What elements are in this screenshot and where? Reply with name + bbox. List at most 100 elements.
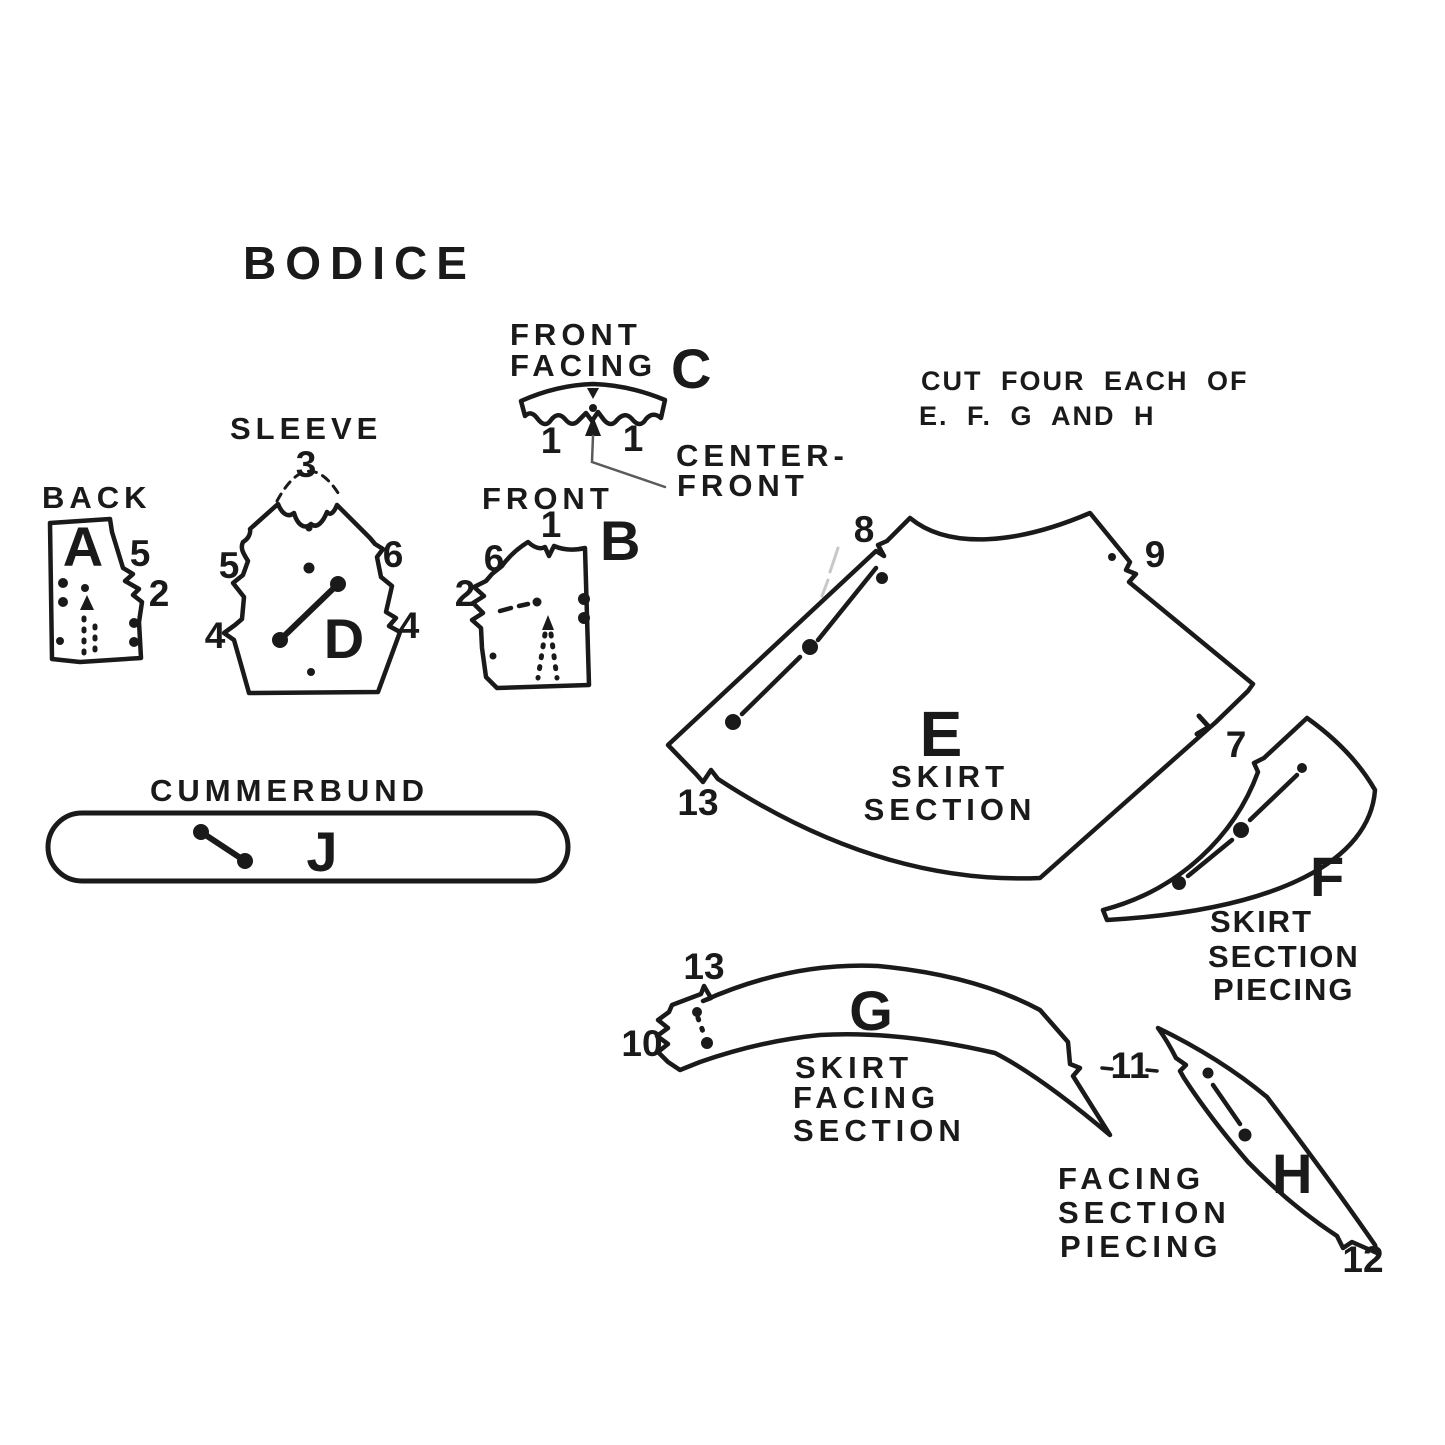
skirt-section-notch-7-mark [1194, 713, 1212, 737]
back-dot-2 [58, 597, 68, 607]
back-edge-dot-2 [129, 637, 139, 647]
piece-front: FRONT 1 B 6 2 [455, 481, 640, 691]
skirt-section-piecing-name-line3: PIECING [1213, 972, 1354, 1007]
sleeve-grain-dot-1 [330, 576, 346, 592]
front-facing-letter: C [671, 337, 711, 400]
skirt-facing-notch-13: 13 [683, 946, 724, 987]
front-notch-2: 2 [455, 573, 476, 614]
front-notch-1: 1 [541, 504, 562, 545]
sleeve-notch-4-left: 4 [205, 615, 226, 656]
cutting-note: CUT FOUR EACH OF E. F. G AND H [919, 366, 1248, 431]
skirt-section-letter: E [920, 698, 963, 770]
sleeve-label: SLEEVE [230, 411, 382, 446]
skirt-section-name-line2: SECTION [864, 792, 1037, 827]
sleeve-dot-1 [305, 524, 313, 532]
cutting-note-line2: E. F. G AND H [919, 401, 1156, 431]
back-dot-3 [56, 637, 64, 645]
sleeve-outline [221, 501, 403, 696]
front-letter: B [600, 509, 640, 572]
front-dot-2 [489, 652, 497, 660]
back-label: BACK [42, 480, 152, 515]
piece-sleeve: SLEEVE D 3 5 6 4 4 [205, 411, 420, 696]
front-dot-1 [532, 597, 542, 607]
front-facing-notch-1-left: 1 [541, 420, 562, 461]
sleeve-grain-dot-2 [272, 632, 288, 648]
skirt-section-piecing-letter: F [1310, 845, 1344, 908]
back-edge-dot-1 [129, 618, 139, 628]
skirt-section-piecing-grain-dot-2 [1233, 822, 1249, 838]
skirt-section-notch-9: 9 [1145, 534, 1166, 575]
cummerbund-grain-dot-1 [193, 824, 209, 840]
front-dash-marks [497, 601, 531, 614]
skirt-facing-name-line2: FACING [793, 1080, 940, 1115]
front-dart-arrow [542, 615, 554, 630]
front-notch-6: 6 [484, 538, 505, 579]
piece-skirt-section-piecing: F SKIRT SECTION PIECING [1100, 715, 1378, 1007]
back-dot-1 [58, 578, 68, 588]
front-edge-dot-1 [578, 593, 590, 605]
skirt-facing-name-line1: SKIRT [795, 1050, 913, 1085]
center-front-arrow [585, 416, 601, 436]
front-facing-label-line2: FACING [510, 348, 657, 383]
skirt-section-piecing-grain-dot-1 [1297, 763, 1307, 773]
skirt-section-notch-7: 7 [1226, 724, 1247, 765]
front-dart-line-1 [535, 631, 548, 681]
sleeve-dot-2 [303, 562, 315, 574]
center-front-leader-line [590, 434, 667, 489]
back-dart-arrow [80, 595, 94, 610]
back-letter: A [63, 515, 103, 578]
sleeve-cap-guide [275, 469, 342, 503]
skirt-section-grain-dot-3 [725, 714, 741, 730]
skirt-section-notch-8: 8 [854, 509, 875, 550]
sleeve-dot-3 [307, 668, 315, 676]
skirt-section-piecing-outline [1100, 715, 1378, 923]
sleeve-letter: D [324, 607, 364, 670]
piece-back: BACK A 5 2 [42, 480, 170, 665]
facing-piecing-letter: H [1272, 1142, 1312, 1205]
skirt-section-piecing-name-line1: SKIRT [1210, 904, 1313, 939]
skirt-section-piecing-grain-dot-3 [1172, 876, 1186, 890]
front-facing-label-line1: FRONT [510, 317, 642, 352]
facing-piecing-name-line3: PIECING [1060, 1229, 1222, 1264]
skirt-section-piecing-name-line2: SECTION [1208, 939, 1360, 974]
facing-piecing-grain-dot-2 [1238, 1128, 1252, 1142]
facing-piecing-notch-12: 12 [1342, 1239, 1383, 1280]
sleeve-notch-5: 5 [219, 545, 240, 586]
front-dart-line-2 [548, 631, 560, 681]
facing-piecing-grainline [1210, 1082, 1243, 1127]
piece-skirt-facing-section: 13 10 G SKIRT FACING SECTION 11 [621, 946, 1159, 1148]
skirt-facing-name-line3: SECTION [793, 1113, 966, 1148]
skirt-section-dot-9 [1108, 553, 1116, 561]
facing-piecing-grain-dot-1 [1202, 1067, 1214, 1079]
skirt-facing-grain-dot-2 [701, 1037, 713, 1049]
front-facing-notch-1-right: 1 [623, 418, 644, 459]
sleeve-notch-3: 3 [296, 444, 317, 485]
back-notch-5: 5 [130, 533, 151, 574]
back-notch-2: 2 [149, 573, 170, 614]
front-label: FRONT [482, 481, 614, 516]
sleeve-notch-6: 6 [383, 534, 404, 575]
skirt-facing-notch-11: 11 [1110, 1045, 1149, 1086]
facing-piecing-name-line2: SECTION [1058, 1195, 1231, 1230]
skirt-section-name-line1: SKIRT [891, 759, 1009, 794]
skirt-section-notch-13: 13 [677, 782, 718, 823]
sleeve-grainline [277, 581, 341, 643]
cutting-note-line1: CUT FOUR EACH OF [921, 366, 1248, 396]
cummerbund-label: CUMMERBUND [150, 773, 429, 808]
skirt-facing-section-outline [654, 963, 1113, 1138]
skirt-section-grain-dot-2 [802, 639, 818, 655]
cummerbund-grain-dot-2 [237, 853, 253, 869]
skirt-section-faint-marks [820, 546, 840, 598]
front-facing-center-dot [589, 404, 597, 412]
piece-cummerbund: CUMMERBUND J [45, 773, 571, 884]
center-front-callout-line2: FRONT [677, 468, 809, 503]
skirt-section-grain-dot-1 [876, 572, 888, 584]
skirt-facing-letter: G [849, 979, 893, 1042]
skirt-section-grainline [739, 565, 879, 717]
skirt-facing-grain-dot-1 [692, 1007, 702, 1017]
front-edge-dot-2 [578, 612, 590, 624]
cummerbund-letter: J [306, 820, 337, 883]
cummerbund-outline [45, 810, 571, 884]
